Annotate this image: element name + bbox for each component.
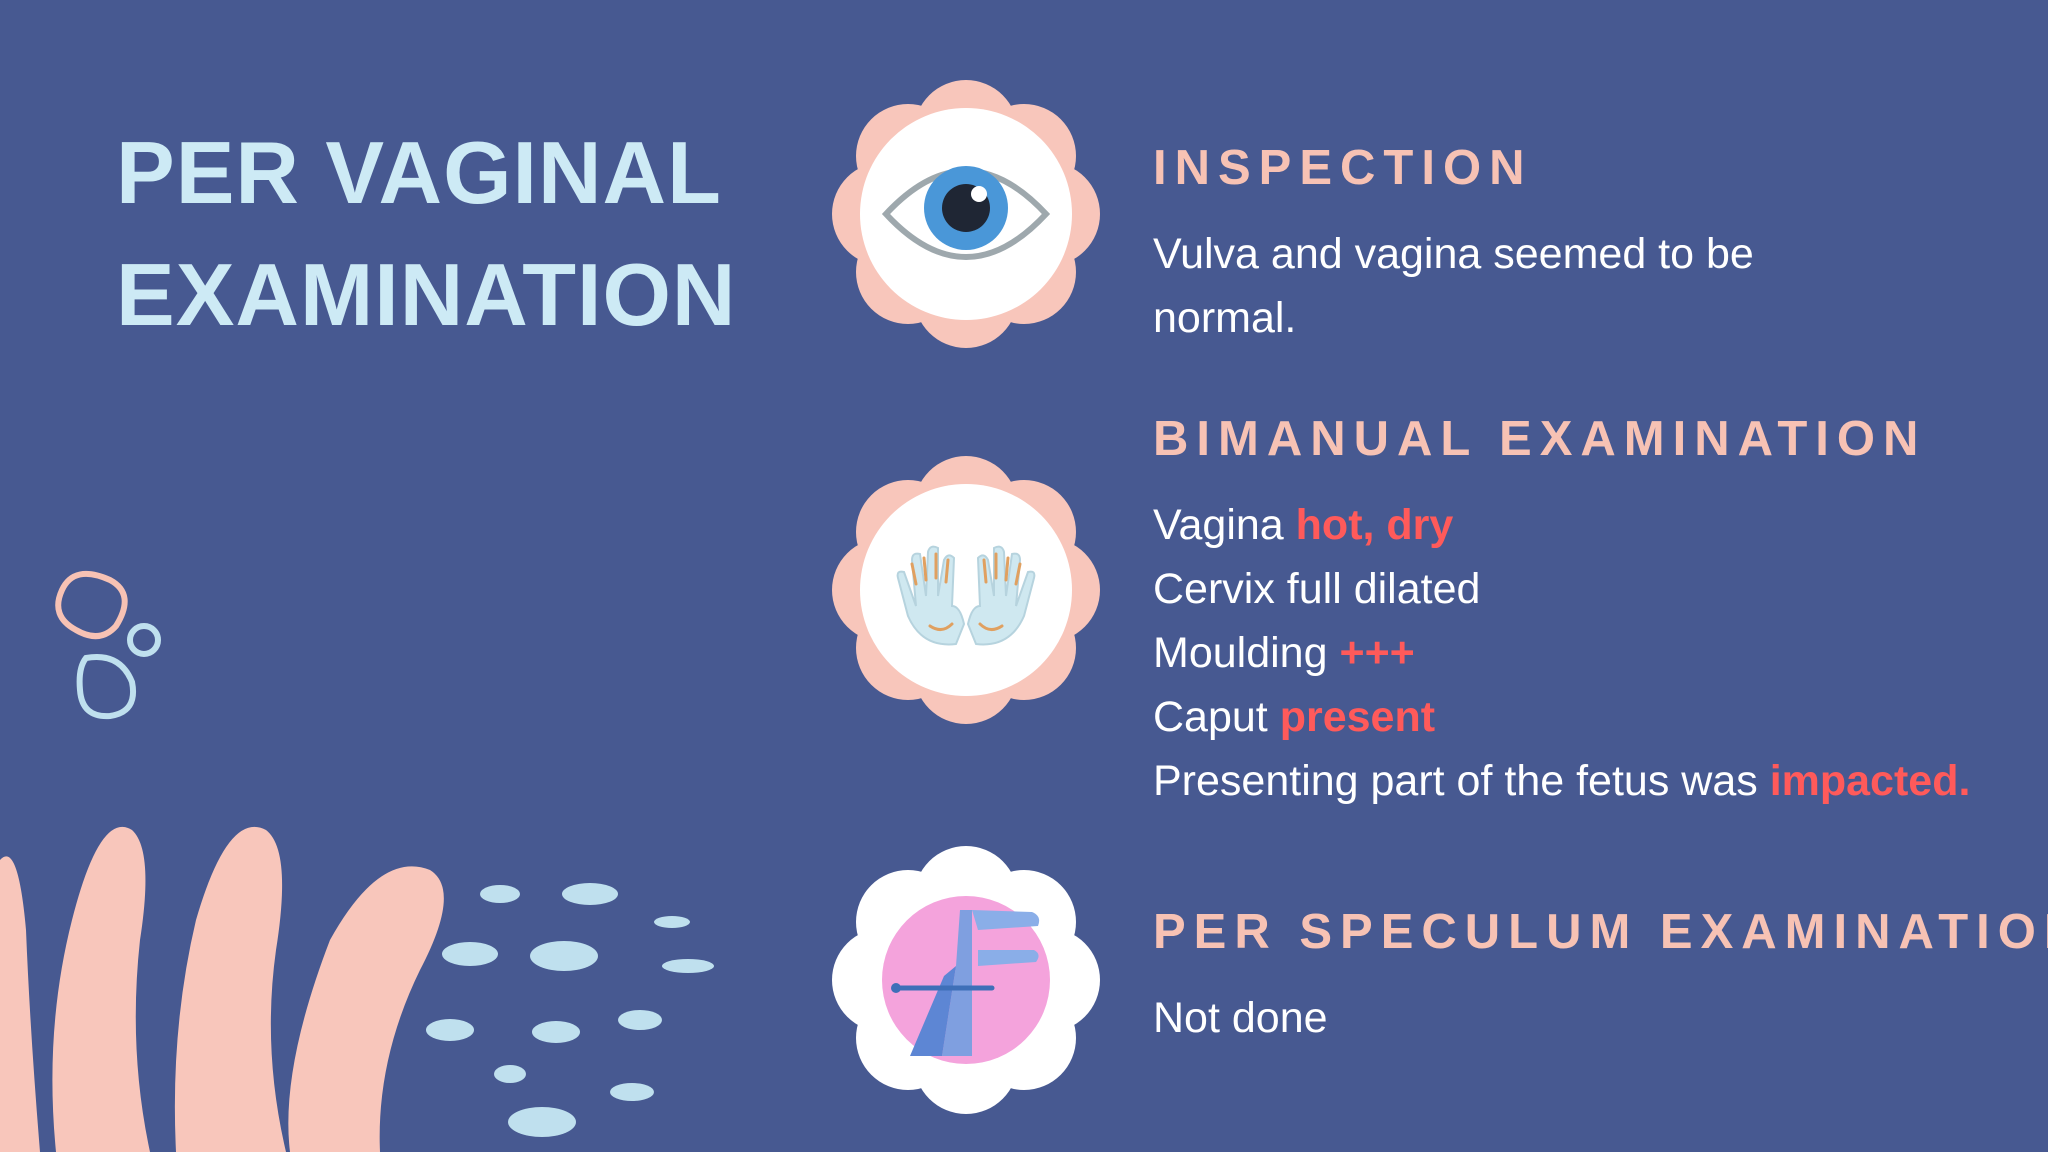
bimanual-row-cervix: Cervix full dilated <box>1153 557 1970 621</box>
speculum-text: Not done <box>1153 986 1328 1050</box>
highlight-text: present <box>1279 693 1436 741</box>
bimanual-row-label: Presenting part of the fetus was <box>1153 757 1770 805</box>
inspection-badge <box>832 80 1100 348</box>
bimanual-row-label: Vagina <box>1153 501 1296 549</box>
bimanual-row-caput: Caput present <box>1153 685 1970 749</box>
slide-title-line-2: EXAMINATION <box>116 245 737 344</box>
bimanual-row-presenting-part: Presenting part of the fetus was impacte… <box>1153 749 1970 813</box>
bimanual-text: Vagina hot, dry Cervix full dilated Moul… <box>1153 493 1970 813</box>
highlight-text: hot, dry <box>1295 501 1454 549</box>
bimanual-row-moulding: Moulding +++ <box>1153 621 1970 685</box>
speculum-icon <box>832 846 1100 1114</box>
slide-title: PER VAGINAL EXAMINATION <box>116 112 736 356</box>
pebbles-decoration <box>55 570 161 720</box>
highlight-text: impacted. <box>1769 757 1971 805</box>
speculum-line-1: Not done <box>1153 994 1328 1042</box>
speculum-heading: PER SPECULUM EXAMINATION <box>1153 905 2048 959</box>
bimanual-row-label: Cervix full dilated <box>1153 565 1481 613</box>
bimanual-row-label: Caput <box>1153 693 1280 741</box>
bimanual-row-label: Moulding <box>1153 629 1340 677</box>
hands-icon <box>832 456 1100 724</box>
bimanual-heading: BIMANUAL EXAMINATION <box>1153 412 1927 466</box>
dots-decoration <box>426 883 714 1137</box>
coral-decoration <box>0 826 444 1152</box>
eye-icon <box>832 80 1100 348</box>
highlight-text: +++ <box>1339 629 1415 677</box>
inspection-line-1: Vulva and vagina seemed to be <box>1153 230 1754 278</box>
inspection-text: Vulva and vagina seemed to be normal. <box>1153 222 1754 350</box>
bimanual-badge <box>832 456 1100 724</box>
inspection-heading: INSPECTION <box>1153 141 1533 195</box>
slide-title-line-1: PER VAGINAL <box>116 123 722 222</box>
speculum-badge <box>832 846 1100 1114</box>
bimanual-row-vagina: Vagina hot, dry <box>1153 493 1970 557</box>
inspection-line-2: normal. <box>1153 294 1297 342</box>
